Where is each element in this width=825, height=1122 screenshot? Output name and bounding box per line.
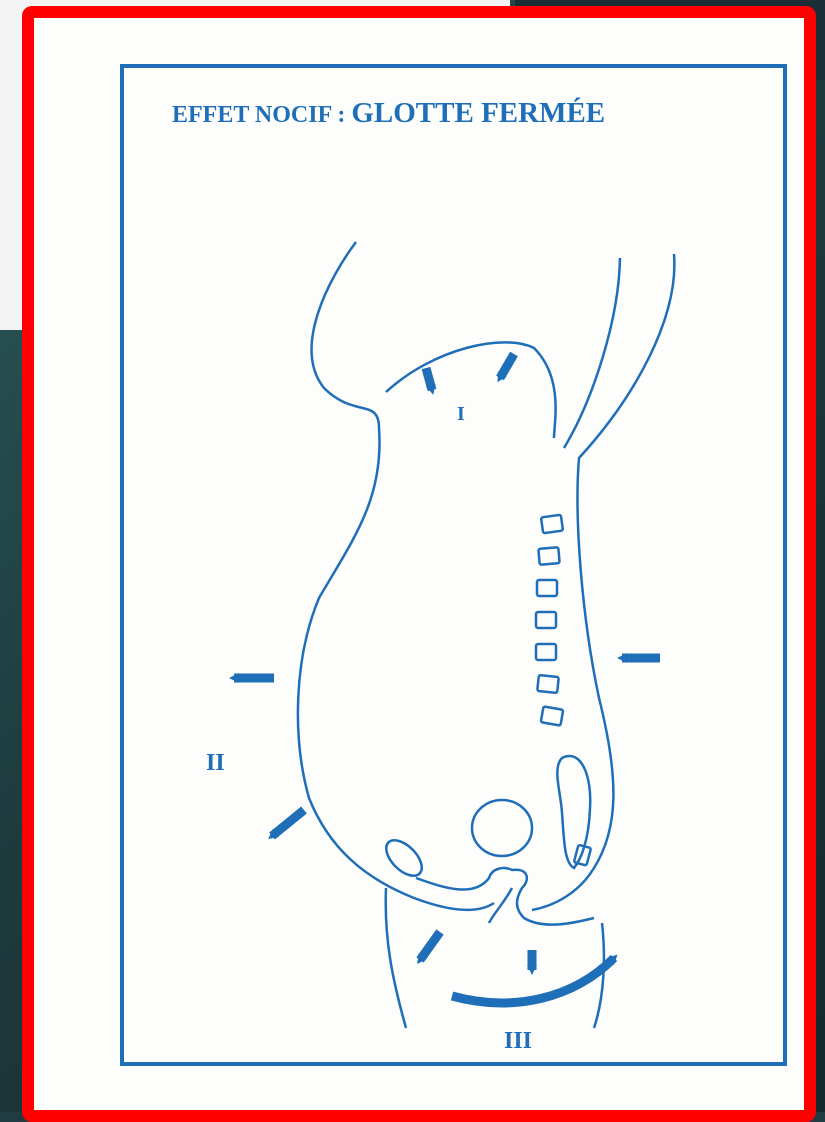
bladder	[472, 800, 532, 856]
vertebra	[536, 644, 556, 660]
vertebra	[537, 580, 557, 596]
zone-label-2: II	[206, 750, 225, 776]
vertebra	[541, 706, 563, 725]
pressure-arrows-zone1	[426, 354, 514, 390]
vertebra	[541, 515, 563, 534]
perineum-inner	[489, 888, 512, 923]
diagram-canvas: EFFET NOCIF : GLOTTE FERMÉE	[34, 18, 804, 1110]
pressure-arrows-zone3	[420, 932, 614, 1003]
vertebra	[538, 547, 559, 565]
thigh-front	[386, 888, 406, 1028]
pubic-bone	[380, 834, 428, 882]
down-left-arrow	[272, 810, 304, 836]
diagram-title: EFFET NOCIF : GLOTTE FERMÉE	[172, 96, 605, 129]
down-arrow	[426, 368, 432, 390]
vertebra	[537, 675, 559, 693]
zone-label-3: III	[504, 1028, 532, 1054]
zone-label-1: I	[457, 403, 465, 425]
down-left-arrow	[420, 932, 440, 960]
diaphragm-outline	[386, 342, 556, 438]
title-emphasis: GLOTTE FERMÉE	[351, 96, 605, 129]
vertebrae	[536, 515, 563, 726]
down-arrow	[500, 354, 514, 378]
sacrum	[557, 756, 590, 868]
pressure-arrows-zone2	[234, 678, 304, 836]
body-front-outline	[298, 242, 494, 910]
diagram-border	[122, 66, 785, 1064]
image-frame: EFFET NOCIF : GLOTTE FERMÉE	[22, 6, 816, 1122]
vertebra	[536, 612, 556, 628]
title-prefix: EFFET NOCIF :	[172, 102, 351, 128]
